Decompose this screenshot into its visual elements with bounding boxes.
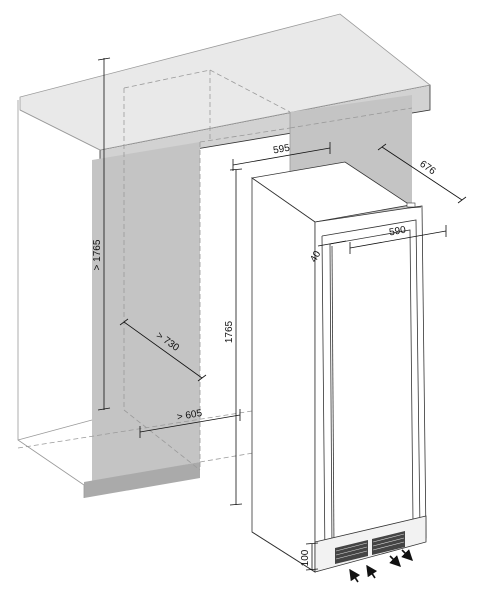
- ventilation-grilles: [335, 531, 405, 564]
- niche-outline: [17, 69, 413, 471]
- airflow-out-icon: [389, 549, 413, 567]
- airflow-in-icon: [349, 564, 378, 583]
- plinth-height-label: 100: [300, 549, 311, 566]
- appliance-depth-label: 676: [417, 159, 437, 178]
- left-cabinet: [17, 100, 200, 498]
- wine-cooler: [250, 161, 427, 573]
- appliance-height-label: 1765: [224, 320, 235, 343]
- niche-width-label: > 605: [176, 408, 203, 423]
- dimension-lines: [97, 57, 467, 571]
- door-width-label: 590: [388, 225, 407, 239]
- appliance-width-label: 595: [272, 143, 291, 157]
- door-offset-label: 40: [308, 249, 323, 265]
- niche-height-label: > 1765: [92, 239, 103, 270]
